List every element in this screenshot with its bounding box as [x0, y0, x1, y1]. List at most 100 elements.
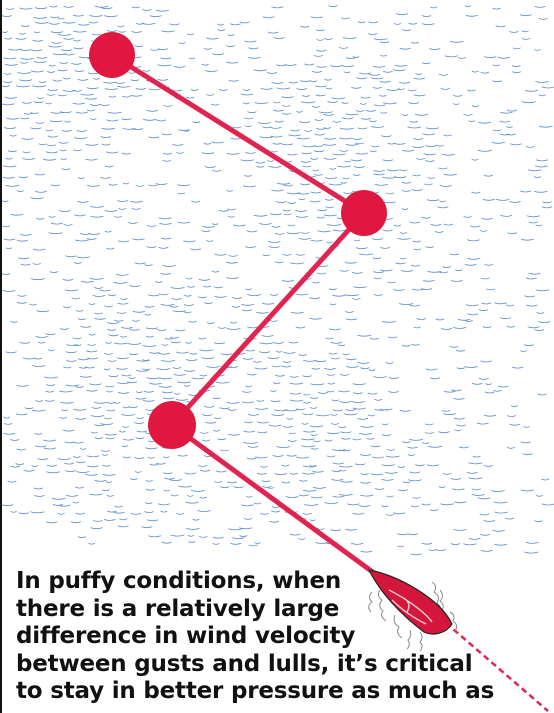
wind-ripple — [260, 513, 269, 514]
wind-ripple — [108, 112, 122, 113]
wind-ripple — [282, 113, 291, 114]
wind-ripple — [36, 122, 45, 123]
wind-ripple — [73, 502, 79, 503]
wind-ripple — [89, 233, 100, 234]
wind-ripple — [64, 463, 74, 464]
wind-ripple — [441, 88, 450, 89]
wind-ripple — [248, 446, 258, 447]
wind-ripple — [75, 71, 84, 72]
wind-ripple — [408, 447, 418, 448]
wind-ripple — [402, 190, 411, 191]
wind-ripple — [162, 134, 172, 135]
wind-ripple — [147, 378, 160, 379]
wind-ripple — [78, 537, 86, 538]
wind-ripple — [104, 306, 113, 307]
wind-ripple — [344, 72, 350, 73]
wind-ripple — [216, 471, 227, 472]
wind-ripple — [340, 128, 354, 129]
wind-ripple — [115, 506, 123, 507]
wind-ripple — [354, 240, 360, 241]
wind-ripple — [163, 265, 176, 266]
wind-ripple — [30, 512, 44, 513]
wind-ripple — [385, 472, 398, 473]
wind-ripple — [63, 78, 70, 79]
wind-ripple — [522, 38, 530, 39]
wind-ripple — [343, 354, 350, 355]
wind-ripple — [150, 16, 162, 17]
wind-ripple — [243, 442, 257, 443]
wind-ripple — [30, 128, 41, 129]
wind-ripple — [339, 138, 352, 139]
wind-ripple — [272, 415, 284, 416]
wind-ripple — [30, 198, 43, 199]
wind-ripple — [47, 94, 55, 95]
wind-ripple — [31, 71, 44, 72]
wind-ripple — [373, 87, 382, 88]
wind-ripple — [512, 367, 523, 368]
wind-ripple — [361, 97, 371, 98]
wind-ripple — [20, 342, 30, 343]
wind-ripple — [105, 210, 118, 211]
wind-ripple — [426, 369, 438, 370]
wind-ripple — [76, 112, 88, 113]
wind-ripple — [500, 112, 512, 113]
wind-ripple — [122, 426, 129, 427]
wind-ripple — [351, 160, 362, 161]
wind-ripple — [291, 312, 304, 313]
wind-ripple — [439, 201, 446, 202]
wind-ripple — [108, 360, 116, 361]
wind-ripple — [333, 496, 345, 497]
wind-ripple — [310, 398, 318, 399]
wind-ripple — [51, 32, 63, 33]
wind-ripple — [230, 24, 241, 25]
wind-ripple — [220, 450, 228, 451]
wind-ripple — [133, 311, 145, 312]
wind-ripple — [310, 201, 320, 202]
wind-ripple — [6, 158, 12, 159]
wind-ripple — [211, 104, 219, 105]
wind-ripple — [255, 457, 267, 458]
wind-ripple — [316, 128, 326, 129]
wind-ripple — [66, 360, 76, 361]
wind-ripple — [443, 414, 456, 415]
wind-ripple — [95, 318, 106, 319]
wind-ripple — [34, 495, 44, 496]
wind-ripple — [353, 384, 366, 385]
wind-ripple — [169, 480, 181, 481]
wind-ripple — [398, 88, 405, 89]
wind-ripple — [299, 199, 306, 200]
wind-ripple — [198, 297, 207, 298]
wind-ripple — [184, 312, 192, 313]
wind-ripple — [281, 366, 291, 367]
wind-ripple — [331, 414, 338, 415]
wind-ripple — [451, 280, 463, 281]
wind-ripple — [305, 130, 312, 131]
wind-ripple — [453, 529, 466, 530]
wind-ripple — [525, 90, 538, 91]
wind-ripple — [327, 391, 334, 392]
wind-ripple — [423, 134, 435, 135]
wind-ripple — [89, 384, 102, 385]
wind-ripple — [268, 241, 280, 242]
wind-ripple — [309, 465, 316, 466]
wind-ripple — [246, 350, 256, 351]
wind-ripple — [212, 170, 221, 171]
wind-ripple — [246, 496, 252, 497]
wind-ripple — [480, 361, 491, 362]
wind-ripple — [231, 322, 237, 323]
wind-ripple — [58, 505, 70, 506]
wind-ripple — [129, 72, 136, 73]
wind-ripple — [297, 138, 310, 139]
wind-ripple — [312, 471, 323, 472]
wind-ripple — [408, 480, 421, 481]
wind-ripple — [145, 265, 153, 266]
wind-ripple — [315, 134, 325, 135]
wind-ripple — [299, 495, 309, 496]
wind-ripple — [243, 103, 250, 104]
wind-ripple — [508, 233, 517, 234]
wind-ripple — [325, 207, 333, 208]
wind-ripple — [10, 321, 17, 322]
wind-ripple — [312, 106, 320, 107]
wind-ripple — [114, 402, 121, 403]
wind-ripple — [198, 465, 207, 466]
